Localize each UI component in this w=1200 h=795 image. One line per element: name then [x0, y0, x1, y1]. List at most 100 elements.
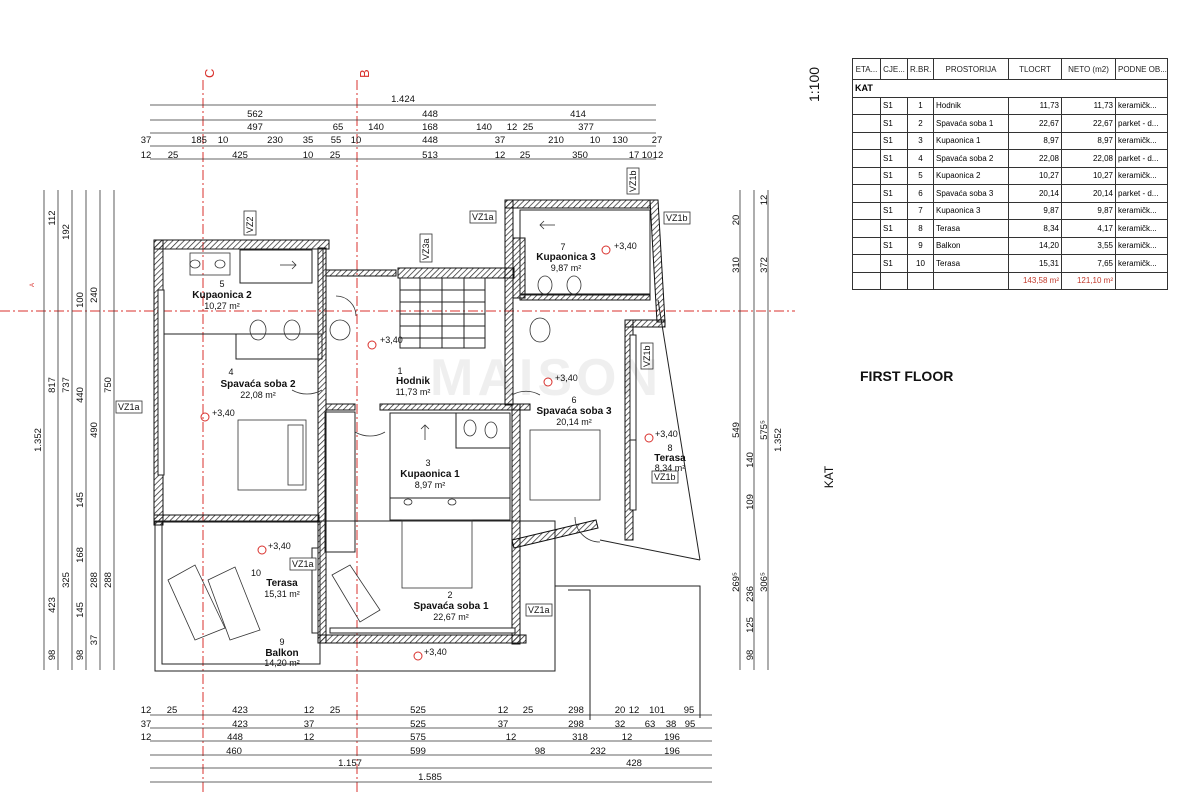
- svg-text:Balkon: Balkon: [265, 648, 298, 659]
- floor-plan: C B A A 1.424 562 448 414 497 65 140: [0, 69, 795, 795]
- dim-bottom-label: 32: [615, 719, 626, 730]
- table-cell: Kupaonica 2: [933, 166, 1009, 185]
- room-label-spavaca-soba-3: 6 Spavaća soba 3 20,14 m²: [536, 395, 611, 427]
- table-cell: 6: [907, 184, 934, 203]
- dim-top-label: 497: [247, 122, 263, 133]
- table-cell: 9,87: [1061, 201, 1116, 220]
- dim-top-label: 25: [168, 150, 179, 161]
- table-cell: 22,67: [1008, 114, 1062, 133]
- window-tag: VZ3a: [419, 233, 433, 263]
- col-header[interactable]: PROSTORIJA: [933, 58, 1009, 80]
- dim-bottom-label: 37: [304, 719, 315, 730]
- dim-right-label: 575⁵: [759, 420, 770, 440]
- table-cell: 14,20: [1008, 236, 1062, 255]
- dim-left-label: 423: [47, 597, 58, 613]
- svg-text:8: 8: [667, 443, 672, 453]
- col-header[interactable]: R.BR.: [907, 58, 934, 80]
- svg-text:VZ1b: VZ1b: [628, 170, 638, 192]
- table-cell: Hodnik: [933, 96, 1009, 115]
- svg-text:+3,40: +3,40: [380, 335, 403, 345]
- dim-bottom-label: 196: [664, 746, 680, 757]
- table-cell: [1115, 271, 1168, 290]
- dim-top-label: 230: [267, 135, 283, 146]
- svg-text:5: 5: [219, 279, 224, 289]
- room-label-terasa-8: 8 Terasa 8,34 m²: [654, 443, 686, 473]
- svg-text:+3,40: +3,40: [555, 373, 578, 383]
- col-header[interactable]: PODNE OB...: [1115, 58, 1168, 80]
- dim-left-label: 145: [75, 602, 86, 618]
- dim-top-label: 17: [629, 150, 640, 161]
- table-cell: 8,34: [1008, 219, 1062, 238]
- dim-top-label: 12: [653, 150, 664, 161]
- table-cell: 10,27: [1008, 166, 1062, 185]
- col-header[interactable]: ETA...: [852, 58, 881, 80]
- table-cell: [852, 149, 881, 168]
- table-cell: 20,14: [1008, 184, 1062, 203]
- table-cell: keramičk...: [1115, 236, 1168, 255]
- room-label-kupaonica-3: 7 Kupaonica 3 9,87 m²: [536, 242, 596, 273]
- table-cell: keramičk...: [1115, 96, 1168, 115]
- dim-left-label: 145: [75, 492, 86, 508]
- svg-text:VZ2: VZ2: [245, 216, 255, 233]
- section-mark-c: C: [202, 69, 217, 78]
- dim-right-label: 1.352: [773, 428, 784, 452]
- table-cell: 20,14: [1061, 184, 1116, 203]
- svg-text:VZ1b: VZ1b: [642, 345, 652, 367]
- dim-right-label: 372: [759, 257, 770, 273]
- table-cell: [852, 201, 881, 220]
- table-cell: S1: [880, 184, 908, 203]
- dim-bottom-label: 423: [232, 719, 248, 730]
- window-tag: VZ1b: [651, 470, 679, 484]
- dim-right-label: 20: [731, 215, 742, 226]
- dim-right-label: 236: [745, 586, 756, 602]
- outdoor-outlines: [154, 299, 701, 720]
- svg-text:6: 6: [571, 395, 576, 405]
- svg-text:VZ1a: VZ1a: [528, 605, 550, 615]
- svg-text:VZ1b: VZ1b: [666, 213, 688, 223]
- section-label: KAT: [852, 79, 1168, 98]
- svg-text:Kupaonica 3: Kupaonica 3: [536, 252, 596, 263]
- table-cell: S1: [880, 254, 908, 273]
- window-lines: [157, 289, 637, 634]
- dim-bottom-label: 525: [410, 705, 426, 716]
- table-cell: 3: [907, 131, 934, 150]
- svg-text:20,14 m²: 20,14 m²: [556, 417, 592, 427]
- table-cell: 9,87: [1008, 201, 1062, 220]
- table-cell: keramičk...: [1115, 166, 1168, 185]
- dim-bottom-label: 12: [498, 705, 509, 716]
- table-cell: [880, 271, 908, 290]
- table-cell: 5: [907, 166, 934, 185]
- table-cell: 2: [907, 114, 934, 133]
- dim-bottom-label: 428: [626, 758, 642, 769]
- dim-right-label: 125: [745, 617, 756, 633]
- col-header[interactable]: TLOCRT: [1008, 58, 1062, 80]
- table-cell: [907, 271, 934, 290]
- table-cell: 4,17: [1061, 219, 1116, 238]
- table-cell: 10: [907, 254, 934, 273]
- scale-label: 1:100: [806, 66, 822, 102]
- table-cell: [852, 236, 881, 255]
- elevation-marker: +3,40: [257, 541, 291, 555]
- dim-right-label: 140: [745, 452, 756, 468]
- svg-text:7: 7: [560, 242, 565, 252]
- dim-bottom-label: 25: [330, 705, 341, 716]
- dim-bottom-label: 460: [226, 746, 242, 757]
- svg-text:11,73 m²: 11,73 m²: [396, 387, 431, 397]
- table-cell: Balkon: [933, 236, 1009, 255]
- dim-top-label: 35: [303, 135, 314, 146]
- col-header[interactable]: NETO (m2): [1061, 58, 1116, 80]
- table-cell: 22,08: [1061, 149, 1116, 168]
- dim-top-label: 425: [232, 150, 248, 161]
- section-mark-b: B: [357, 69, 372, 78]
- dim-bottom-label: 196: [664, 732, 680, 743]
- dim-right-label: 109: [745, 494, 756, 510]
- section-mark-a-left: A: [30, 283, 36, 287]
- col-header[interactable]: CJE...: [880, 58, 908, 80]
- table-cell: 22,67: [1061, 114, 1116, 133]
- dim-top-label: 513: [422, 150, 438, 161]
